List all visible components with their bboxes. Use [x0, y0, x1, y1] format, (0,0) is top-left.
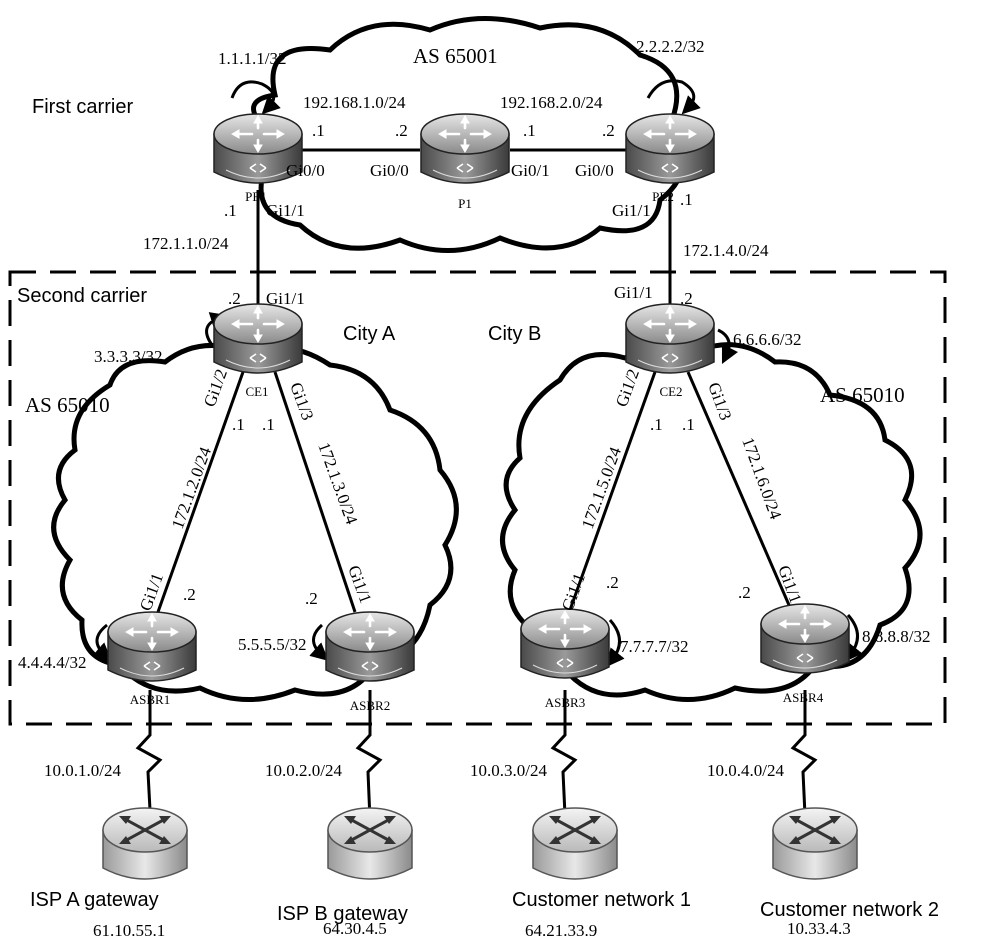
link-ce1-asbr1-host-b: .2	[183, 585, 196, 604]
pe2-loopback: 2.2.2.2/32	[636, 37, 704, 56]
router-pe2-name: PE2	[652, 189, 674, 204]
gateway-isp-b	[326, 806, 414, 881]
link-pe2-ce2-host-b: .2	[680, 289, 693, 308]
customer-network-1-ip: 64.21.33.9	[525, 921, 597, 940]
as-65010-right-label: AS 65010	[820, 383, 905, 407]
router-asbr2-name: ASBR2	[350, 698, 390, 713]
customer-network-2-name: Customer network 2	[760, 899, 939, 921]
router-asbr4: ASBR4	[759, 602, 851, 705]
router-ce1: CE1	[212, 302, 304, 399]
link-pe1-p1-host-a: .1	[312, 121, 325, 140]
link-pe1-p1-if-b: Gi0/0	[370, 161, 409, 180]
link-pe1-ce1-if-b: Gi1/1	[266, 289, 305, 308]
loopback-arrow-asbr1	[92, 623, 112, 661]
asbr1-loopback: 4.4.4.4/32	[18, 653, 86, 672]
asbr4-loopback: 8.8.8.8/32	[862, 627, 930, 646]
link-pe2-ce2-if-a: Gi1/1	[612, 201, 651, 220]
customer-network-2-ip: 10.33.4.3	[787, 919, 851, 938]
link-ce1-asbr1-host-a: .1	[232, 415, 245, 434]
router-ce1-name: CE1	[245, 384, 268, 399]
link-ce2-asbr4-host-b: .2	[738, 583, 751, 602]
customer-network-1-name: Customer network 1	[512, 889, 691, 911]
router-pe1: PE1	[212, 112, 304, 204]
link-pe1-ce1-if-a: Gi1/1	[266, 201, 305, 220]
loopback-arrow-pe2	[646, 79, 701, 115]
link-ce1-asbr2-host-b: .2	[305, 589, 318, 608]
link-p1-pe2-host-b: .2	[602, 121, 615, 140]
link-pe1-ce1-host-b: .2	[228, 289, 241, 308]
loopback-arrow-asbr3	[606, 618, 625, 668]
loopback-arrow-asbr4	[844, 613, 863, 663]
city-b-label: City B	[488, 323, 541, 345]
router-asbr2: ASBR2	[324, 610, 416, 713]
wan-asbr3-subnet: 10.0.3.0/24	[470, 761, 547, 780]
link-pe2-ce2-if-b: Gi1/1	[614, 283, 653, 302]
as-65001-label: AS 65001	[413, 44, 498, 68]
link-ce1-asbr2	[273, 371, 357, 613]
first-carrier-label: First carrier	[32, 96, 133, 118]
loopback-arrow-pe1	[230, 80, 281, 115]
router-p1: P1	[419, 112, 511, 211]
isp-b-ip: 64.30.4.5	[323, 919, 387, 938]
router-pe2: PE2	[624, 112, 716, 204]
router-asbr3-name: ASBR3	[545, 695, 585, 710]
router-asbr4-name: ASBR4	[783, 690, 824, 705]
asbr3-loopback: 7.7.7.7/32	[620, 637, 688, 656]
link-p1-pe2-host-a: .1	[523, 121, 536, 140]
wan-asbr1-subnet: 10.0.1.0/24	[44, 761, 121, 780]
link-pe1-p1-subnet: 192.168.1.0/24	[303, 93, 406, 112]
isp-a-ip: 61.10.55.1	[93, 921, 165, 940]
link-p1-pe2-if-a: Gi0/1	[511, 161, 550, 180]
isp-a-name: ISP A gateway	[30, 889, 159, 911]
serial-link-asbr1	[135, 690, 163, 811]
ce1-loopback: 3.3.3.3/32	[94, 347, 162, 366]
isp-b-name: ISP B gateway	[277, 903, 408, 925]
gateway-customer-network-1	[531, 806, 619, 881]
router-p1-name: P1	[458, 196, 472, 211]
link-ce1-asbr2-host-a: .1	[262, 415, 275, 434]
router-asbr1: ASBR1	[106, 610, 198, 707]
link-pe1-ce1-subnet: 172.1.1.0/24	[143, 234, 229, 253]
link-ce2-asbr3-host-a: .1	[650, 415, 663, 434]
loopback-arrow-asbr2	[309, 623, 329, 661]
link-ce2-asbr4	[686, 371, 794, 613]
ce2-loopback: 6.6.6.6/32	[733, 330, 801, 349]
loopback-arrow-ce2	[717, 328, 739, 365]
serial-link-asbr4	[790, 690, 818, 816]
second-carrier-label: Second carrier	[17, 285, 147, 307]
gateway-isp-a	[101, 806, 189, 881]
pe1-loopback: 1.1.1.1/32	[218, 49, 286, 68]
router-asbr3: ASBR3	[519, 607, 611, 710]
asbr2-loopback: 5.5.5.5/32	[238, 635, 306, 654]
city-a-label: City A	[343, 323, 396, 345]
router-asbr1-name: ASBR1	[130, 692, 170, 707]
link-pe1-ce1-host-a: .1	[224, 201, 237, 220]
gateway-customer-network-2	[771, 806, 859, 881]
router-pe1-name: PE1	[245, 189, 267, 204]
router-ce2-name: CE2	[659, 384, 682, 399]
wan-asbr2-subnet: 10.0.2.0/24	[265, 761, 342, 780]
link-pe2-ce2-host-a: .1	[680, 190, 693, 209]
link-pe2-ce2-subnet: 172.1.4.0/24	[683, 241, 769, 260]
link-ce1-asbr1	[156, 371, 245, 613]
link-ce2-asbr4-host-a: .1	[682, 415, 695, 434]
second-carrier-boundary	[8, 270, 947, 726]
link-ce2-asbr3-host-b: .2	[606, 573, 619, 592]
link-pe1-p1-if-a: Gi0/0	[286, 161, 325, 180]
as-65010-left-label: AS 65010	[25, 393, 110, 417]
serial-link-asbr3	[550, 690, 578, 816]
wan-asbr4-subnet: 10.0.4.0/24	[707, 761, 784, 780]
link-pe1-p1-host-b: .2	[395, 121, 408, 140]
link-p1-pe2-if-b: Gi0/0	[575, 161, 614, 180]
link-ce2-asbr3	[568, 371, 657, 611]
router-ce2: CE2	[624, 302, 716, 399]
serial-link-asbr2	[355, 690, 383, 821]
link-p1-pe2-subnet: 192.168.2.0/24	[500, 93, 603, 112]
